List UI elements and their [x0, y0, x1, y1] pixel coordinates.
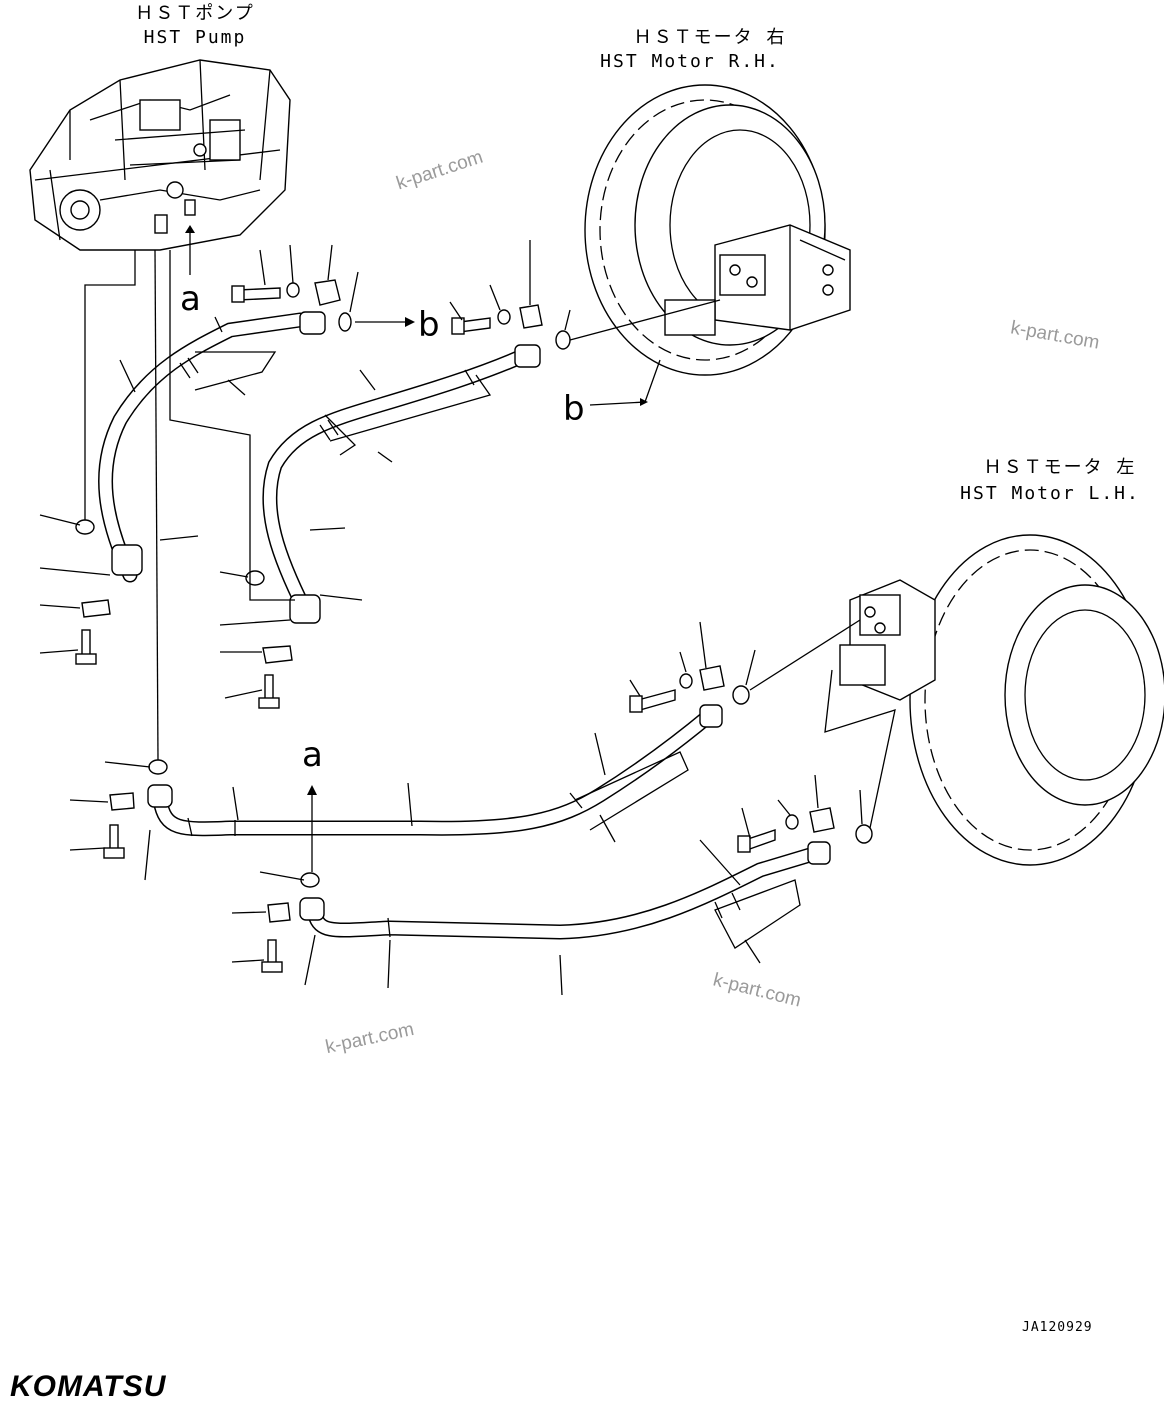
pump-label-en: HST Pump	[143, 27, 247, 48]
ref-b-upper: b	[418, 305, 440, 345]
drawing-code: JA120929	[1022, 1320, 1093, 1335]
motor-rh-label-jp: ＨＳＴモータ 右	[633, 27, 787, 48]
ref-b-motor: b	[563, 389, 585, 429]
motor-lh-label-en: HST Motor L.H.	[960, 483, 1140, 504]
hose-icon	[98, 312, 828, 940]
hst-motor-rh-icon	[584, 84, 851, 376]
komatsu-logo: KOMATSU	[10, 1370, 167, 1403]
motor-rh-label-en: HST Motor R.H.	[600, 51, 780, 72]
flange-fittings	[111, 311, 831, 921]
clamp-icon	[81, 279, 835, 923]
washer-icon	[286, 282, 799, 830]
bolt-icon	[75, 285, 776, 973]
leader-lines	[39, 225, 896, 996]
hst-pump-icon	[29, 59, 291, 251]
hst-motor-lh-icon	[839, 534, 1164, 866]
ref-a-lower: a	[302, 735, 323, 775]
ref-a-upper: a	[180, 279, 201, 319]
motor-lh-label-jp: ＨＳＴモータ 左	[983, 457, 1137, 478]
pump-label-jp: ＨＳＴポンプ	[135, 3, 255, 24]
